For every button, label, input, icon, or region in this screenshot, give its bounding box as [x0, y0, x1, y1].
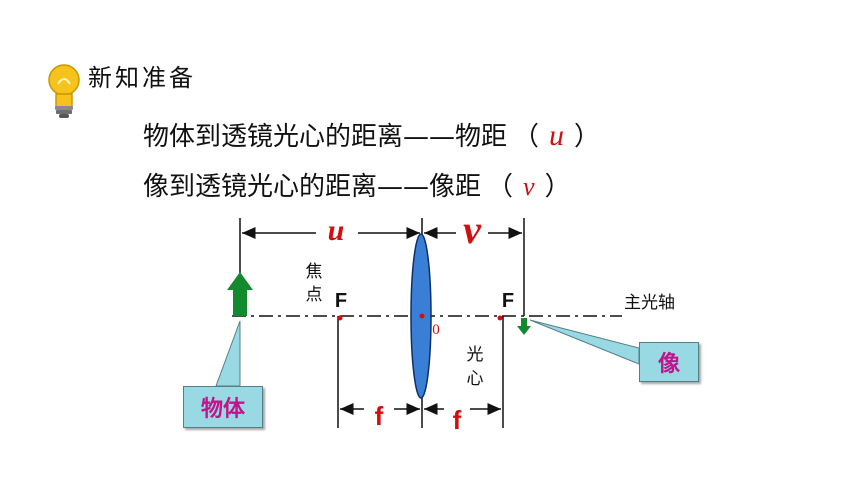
object-distance-definition: 物体到透镜光心的距离——物距（ u ）	[143, 116, 606, 153]
image-callout: 像	[639, 342, 699, 382]
object-arrow	[227, 272, 253, 316]
right-focal-point	[497, 315, 503, 321]
principal-axis-label: 主光轴	[624, 293, 675, 313]
open-paren: （	[513, 122, 540, 152]
focus-word-2: 点	[306, 285, 323, 305]
center-word-1: 光	[467, 345, 484, 365]
object-distance-symbol: u	[549, 119, 565, 152]
image-distance-symbol: v	[523, 172, 535, 201]
close-paren: ）	[544, 172, 571, 202]
v-label: v	[463, 207, 482, 252]
object-callout: 物体	[183, 386, 263, 428]
object-callout-pointer	[215, 320, 241, 387]
f-left-label: f	[375, 401, 384, 431]
open-paren: （	[487, 172, 514, 202]
left-focus-label: F	[335, 290, 347, 312]
optical-center-point	[419, 313, 425, 319]
u-label: u	[328, 214, 345, 247]
image-distance-text: 像到透镜光心的距离——像距	[143, 172, 482, 202]
image-arrow	[517, 318, 531, 335]
optical-center-mark: 0	[432, 322, 440, 338]
close-paren: ）	[574, 122, 601, 152]
object-distance-text: 物体到透镜光心的距离——物距	[143, 122, 508, 152]
image-callout-pointer	[529, 319, 640, 365]
center-word-2: 心	[467, 369, 484, 389]
section-title: 新知准备	[88, 64, 196, 92]
focus-word-1: 焦	[306, 262, 323, 282]
image-callout-label: 像	[657, 352, 680, 377]
left-focal-point	[337, 315, 343, 321]
image-distance-definition: 像到透镜光心的距离——像距（ v ）	[143, 166, 577, 203]
right-focus-label: F	[502, 290, 514, 312]
lightbulb-icon	[48, 64, 80, 118]
f-right-label: f	[453, 405, 462, 435]
object-callout-label: 物体	[200, 397, 245, 422]
